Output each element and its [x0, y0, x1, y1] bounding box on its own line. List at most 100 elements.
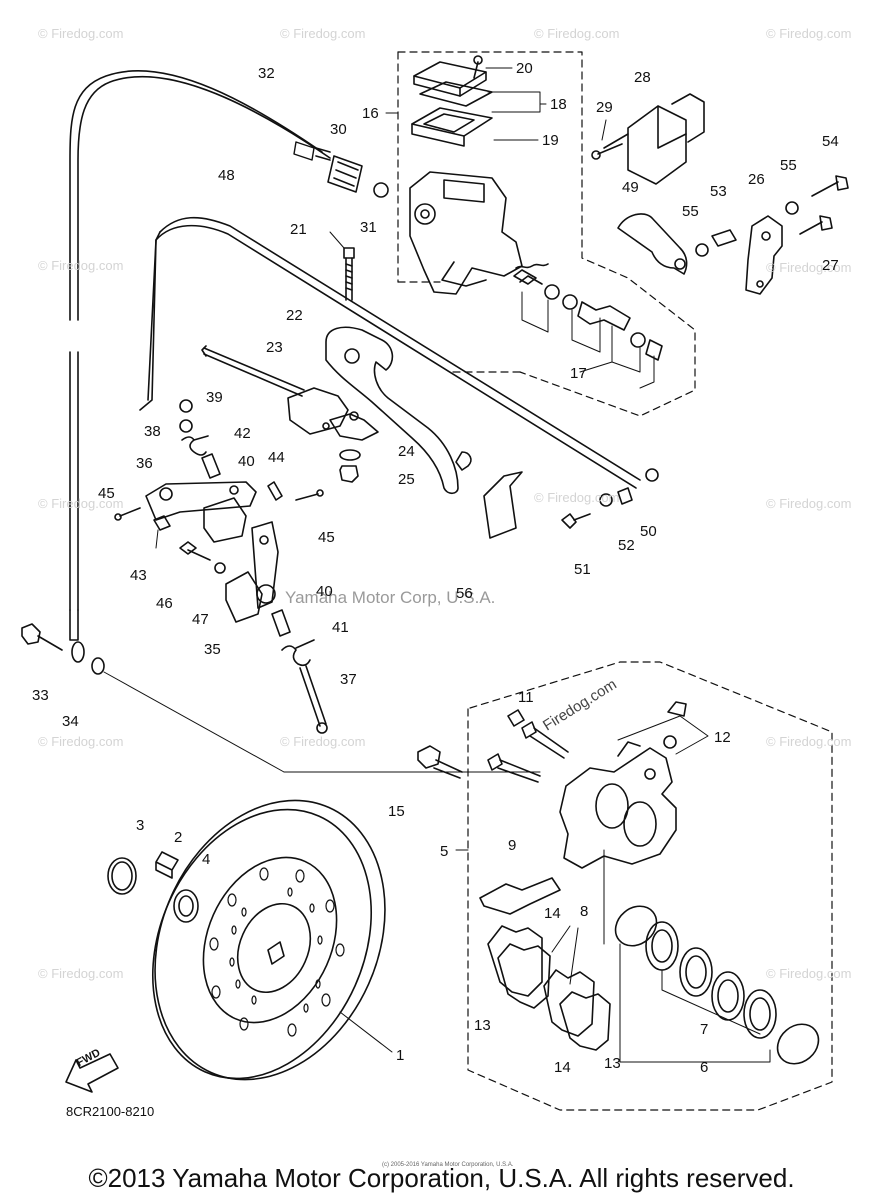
callout-36: 36 — [136, 455, 153, 472]
callout-37: 37 — [340, 671, 357, 688]
part-code: 8CR2100-8210 — [66, 1104, 155, 1119]
watermark: © Firedog.com — [766, 734, 852, 749]
watermark: © Firedog.com — [38, 734, 124, 749]
brake-cable-48 — [139, 216, 659, 489]
callout-4: 4 — [202, 851, 211, 868]
parking-brake-cable-32 — [69, 70, 331, 641]
bolt-51 — [561, 513, 591, 529]
callout-55: 55 — [682, 203, 699, 220]
spring-42 — [181, 435, 209, 456]
callout-32: 32 — [258, 65, 275, 82]
callout-45: 45 — [98, 485, 115, 502]
callout-42: 42 — [234, 425, 251, 442]
callout-39: 39 — [206, 389, 223, 406]
callout-38: 38 — [144, 423, 161, 440]
master-cylinder-body — [409, 171, 523, 295]
callout-40: 40 — [316, 583, 333, 600]
screw-45b — [295, 489, 324, 501]
watermark: © Firedog.com — [38, 966, 124, 981]
adjuster-30 — [327, 155, 363, 193]
callout-33: 33 — [32, 687, 49, 704]
pads-14-13 — [487, 925, 611, 1051]
bolt-46 — [179, 541, 211, 561]
callout-24: 24 — [398, 443, 415, 460]
piston-kit-17 — [513, 263, 663, 389]
callout-8: 8 — [580, 903, 589, 920]
callout-35: 35 — [204, 641, 221, 658]
bushing-25 — [339, 465, 359, 483]
callout-43: 43 — [130, 567, 147, 584]
washers-34 — [71, 641, 105, 675]
rod-arm — [251, 521, 279, 609]
nut-47 — [214, 562, 226, 574]
shoe-35 — [225, 571, 263, 623]
bolt-15 — [417, 745, 463, 779]
callout-14: 14 — [544, 905, 561, 922]
watermark: © Firedog.com — [766, 966, 852, 981]
shoe-block — [203, 497, 247, 543]
bleed-screw-11 — [507, 709, 525, 727]
pistons-7 — [614, 905, 820, 1065]
callout-52: 52 — [618, 537, 635, 554]
bleed-valve-12 — [663, 701, 687, 749]
caliper-group-box — [467, 661, 833, 1111]
callout-30: 30 — [330, 121, 347, 138]
bracket-26 — [745, 215, 783, 295]
callout-31: 31 — [360, 219, 377, 236]
brake-disc-1 — [151, 799, 393, 1081]
fwd-arrow — [65, 1053, 119, 1093]
washer-24 — [339, 449, 361, 461]
watermark: © Firedog.com — [766, 260, 852, 275]
watermark-center: Yamaha Motor Corp, U.S.A. — [285, 588, 496, 607]
callout-34: 34 — [62, 713, 79, 730]
watermark: © Firedog.com — [534, 490, 620, 505]
callout-12: 12 — [714, 729, 731, 746]
callout-29: 29 — [596, 99, 613, 116]
callout-53: 53 — [710, 183, 727, 200]
callout-40: 40 — [238, 453, 255, 470]
bolt-21 — [329, 231, 355, 301]
bolt-27 — [799, 215, 833, 235]
callout-50: 50 — [640, 523, 657, 540]
callout-45: 45 — [318, 529, 335, 546]
callout-15: 15 — [388, 803, 405, 820]
screw-20 — [473, 55, 483, 79]
callout-56: 56 — [456, 585, 473, 602]
washer-55a — [695, 243, 709, 257]
callout-41: 41 — [332, 619, 349, 636]
leader-lines-top — [385, 67, 547, 141]
spring-41 — [281, 639, 315, 667]
callout-54: 54 — [822, 133, 839, 150]
brake-lever-22 — [325, 326, 472, 495]
callout-55: 55 — [780, 157, 797, 174]
watermark: © Firedog.com — [766, 26, 852, 41]
callout-47: 47 — [192, 611, 209, 628]
watermark: © Firedog.com — [38, 258, 124, 273]
washer-55b — [785, 201, 799, 215]
reservoir-cap-18 — [413, 61, 493, 107]
callout-48: 48 — [218, 167, 235, 184]
arm-36 — [145, 481, 257, 521]
watermark: © Firedog.com — [38, 496, 124, 511]
tiny-copyright-note: (c) 2005-2016 Yamaha Motor Corporation, … — [382, 1162, 514, 1168]
callout-5: 5 — [440, 843, 449, 860]
caliper-body-5 — [559, 741, 677, 869]
callout-3: 3 — [136, 817, 145, 834]
callout-27: 27 — [822, 257, 839, 274]
collar-50 — [617, 487, 633, 505]
callout-18: 18 — [550, 96, 567, 113]
callout-25: 25 — [398, 471, 415, 488]
bolt-43 — [153, 515, 171, 549]
collar-53 — [711, 229, 737, 247]
watermark: © Firedog.com — [38, 26, 124, 41]
callout-17: 17 — [570, 365, 587, 382]
screw-45a — [114, 507, 141, 521]
callout-46: 46 — [156, 595, 173, 612]
pin-40a — [201, 453, 221, 479]
callout-22: 22 — [286, 307, 303, 324]
bolt-54 — [811, 175, 849, 197]
callout-13: 13 — [474, 1017, 491, 1034]
watermark: © Firedog.com — [766, 496, 852, 511]
callout-11: 11 — [518, 689, 534, 706]
